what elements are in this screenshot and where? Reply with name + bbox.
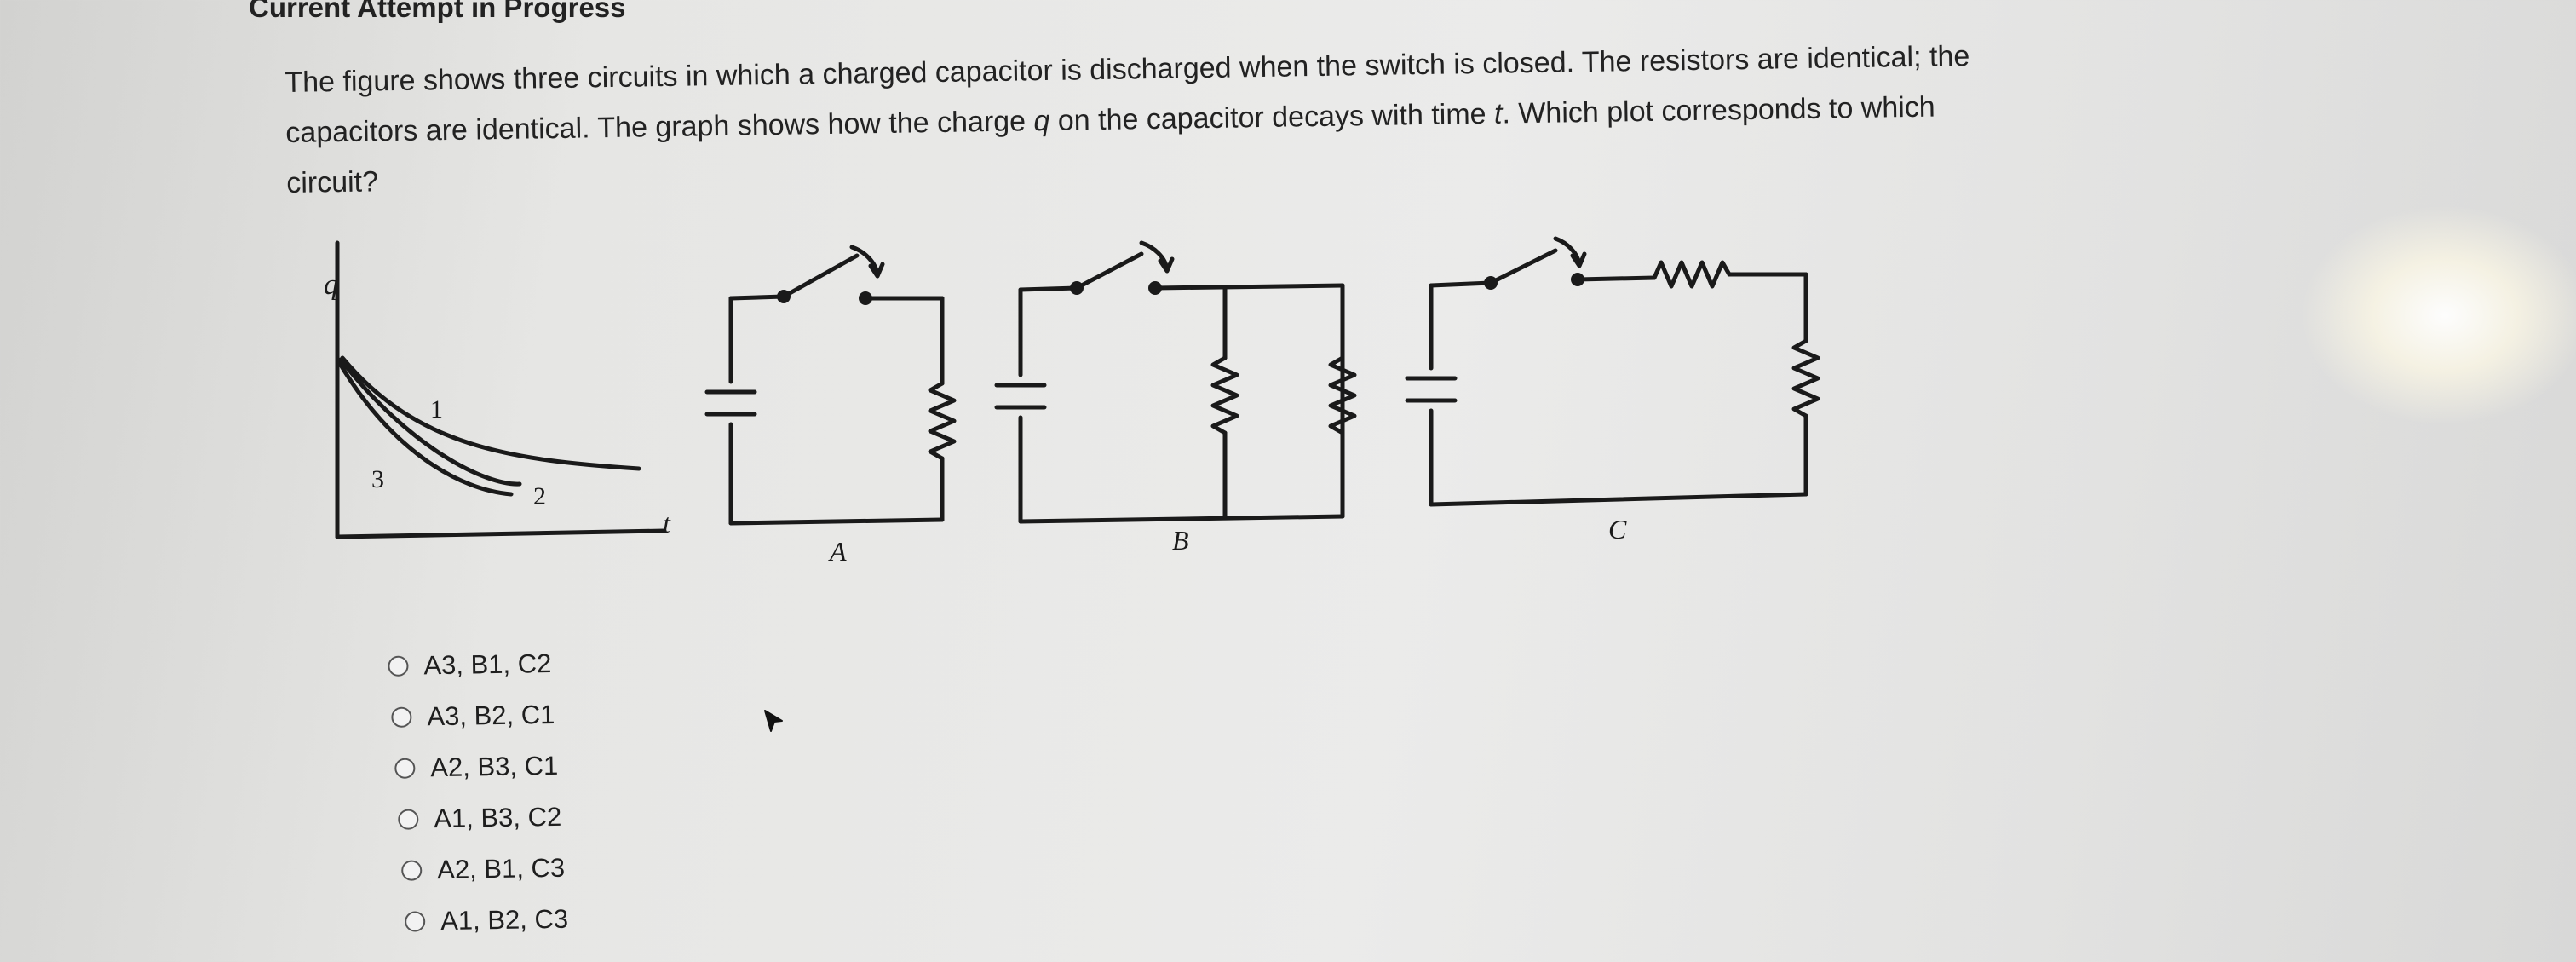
answer-options: A3, B1, C2 A3, B2, C1 A2, B3, C1 A1, B3,… <box>388 638 569 948</box>
switch-contact-c <box>1571 273 1584 286</box>
circuit-c <box>1405 236 1820 507</box>
option-label: A3, B2, C1 <box>427 699 555 732</box>
option-label: A1, B3, C2 <box>434 801 562 834</box>
curve-1 <box>340 355 641 471</box>
decay-graph <box>335 240 667 539</box>
curve-label-1: 1 <box>430 395 443 423</box>
radio-button[interactable] <box>398 809 419 830</box>
light-glare <box>2300 204 2576 426</box>
option-a3-b2-c1[interactable]: A3, B2, C1 <box>391 689 566 743</box>
resistor-a <box>928 381 957 461</box>
switch-arm-b <box>1074 251 1144 291</box>
switch-pivot-c <box>1484 276 1498 290</box>
switch-arm-a <box>781 253 860 299</box>
option-label: A3, B1, C2 <box>423 648 552 681</box>
option-label: A2, B3, C1 <box>430 750 559 783</box>
option-a3-b1-c2[interactable]: A3, B1, C2 <box>388 638 565 692</box>
switch-pivot-b <box>1070 281 1084 295</box>
circuits-figure: q t A B C 1 2 3 <box>324 236 1820 567</box>
switch-contact-a <box>859 291 872 305</box>
circuit-b <box>994 240 1357 524</box>
radio-button[interactable] <box>401 860 423 881</box>
option-label: A2, B1, C3 <box>436 852 566 885</box>
circuit-label-b: B <box>1172 525 1189 556</box>
switch-contact-b <box>1148 281 1162 295</box>
resistor-b1 <box>1210 355 1239 435</box>
option-a1-b2-c3[interactable]: A1, B2, C3 <box>404 894 569 948</box>
option-a1-b3-c2[interactable]: A1, B3, C2 <box>398 792 567 845</box>
option-a2-b1-c3[interactable]: A2, B1, C3 <box>401 843 568 896</box>
radio-button[interactable] <box>391 706 412 728</box>
resistor-c2 <box>1791 338 1820 418</box>
graph-x-label: t <box>663 508 671 539</box>
switch-arm-c <box>1488 248 1558 285</box>
radio-button[interactable] <box>388 655 409 677</box>
radio-button[interactable] <box>394 758 416 779</box>
question-text: The figure shows three circuits in which… <box>285 29 2144 209</box>
circuit-label-c: C <box>1608 514 1627 544</box>
curve-label-2: 2 <box>533 482 546 510</box>
switch-arrow-c <box>1553 236 1587 268</box>
mouse-pointer-icon <box>764 710 783 732</box>
switch-arrow-b <box>1139 240 1175 274</box>
option-label: A1, B2, C3 <box>440 903 569 936</box>
resistor-c1 <box>1652 260 1732 289</box>
graph-y-label: q <box>324 269 338 301</box>
circuit-a <box>704 245 957 526</box>
circuit-label-a: A <box>828 536 847 567</box>
x-axis <box>335 528 667 539</box>
curve-2 <box>338 357 522 487</box>
q-symbol: q <box>1033 104 1050 138</box>
curve-3 <box>336 360 514 497</box>
switch-arrow-a <box>849 245 885 279</box>
resistor-b2 <box>1328 355 1357 435</box>
curve-label-3: 3 <box>371 465 384 493</box>
attempt-status-heading: Current Attempt in Progress <box>249 0 626 23</box>
radio-button[interactable] <box>404 911 426 932</box>
switch-pivot-a <box>777 290 791 303</box>
option-a2-b3-c1[interactable]: A2, B3, C1 <box>394 740 566 794</box>
